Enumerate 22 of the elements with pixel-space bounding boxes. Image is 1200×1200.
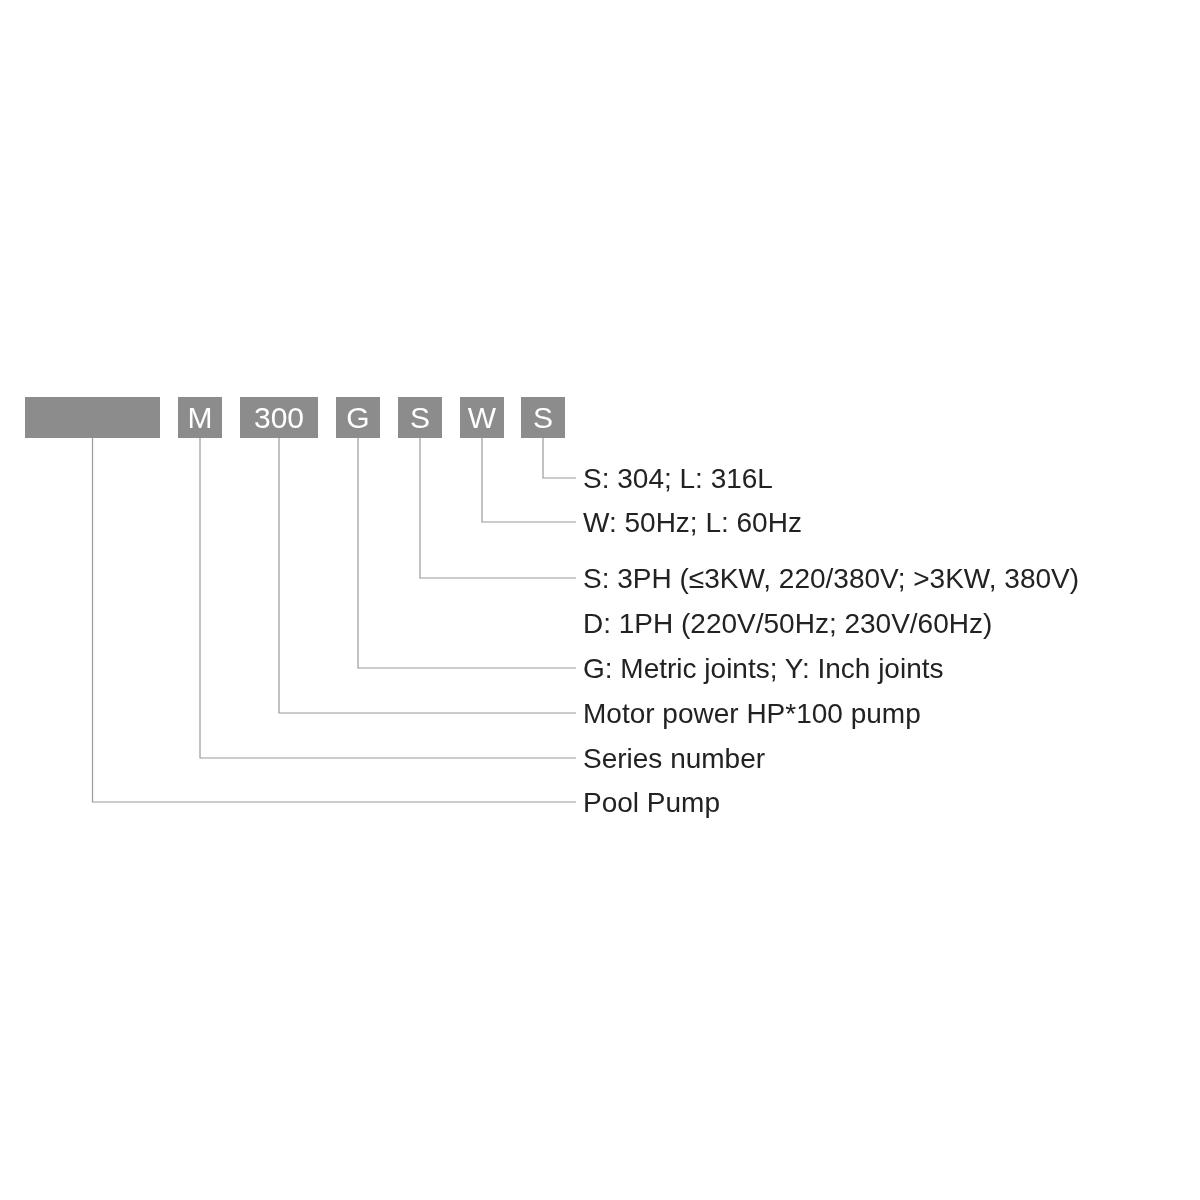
code-segment-box: G (336, 397, 380, 438)
code-segment-box (25, 397, 160, 438)
description-text: G: Metric joints; Y: Inch joints (582, 652, 944, 686)
code-segment-box: W (460, 397, 504, 438)
description-text: S: 304; L: 316L (582, 462, 773, 496)
code-segment-box: 300 (240, 397, 318, 438)
description-text: S: 3PH (≤3KW, 220/380V; >3KW, 380V) (582, 562, 1080, 596)
description-text: Motor power HP*100 pump (582, 697, 921, 731)
leader-line (357, 437, 577, 669)
leader-line (542, 437, 577, 479)
description-text: Pool Pump (582, 786, 720, 820)
leader-line (91, 437, 577, 803)
code-segment-box: M (178, 397, 222, 438)
code-segment-box: S (521, 397, 565, 438)
leader-line (278, 437, 577, 714)
leader-line (199, 437, 577, 759)
code-segment-box: S (398, 397, 442, 438)
description-text: D: 1PH (220V/50Hz; 230V/60Hz) (582, 607, 994, 641)
leader-line (419, 437, 577, 579)
leader-line (481, 437, 577, 523)
description-text: Series number (582, 742, 766, 776)
description-text: W: 50Hz; L: 60Hz (582, 506, 802, 540)
